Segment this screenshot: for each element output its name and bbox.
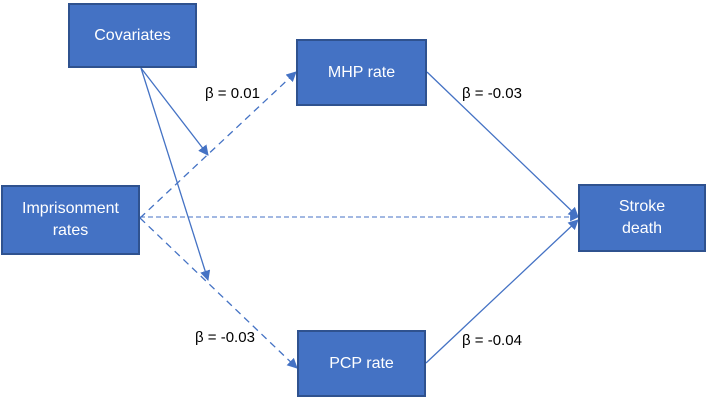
coef-imprisonment-to-pcp: β = -0.03 xyxy=(195,329,255,346)
coef-pcp-to-stroke: β = -0.04 xyxy=(462,332,522,349)
arrow-imprisonment-to-pcp xyxy=(139,217,298,369)
arrow-pcp-to-stroke xyxy=(425,219,579,364)
node-imprisonment-rates: Imprisonment rates xyxy=(1,185,140,255)
node-stroke-death: Stroke death xyxy=(578,184,706,252)
arrow-mhp-to-stroke xyxy=(426,71,579,218)
node-covariates: Covariates xyxy=(68,3,197,68)
arrow-covariates-to-mhp-path xyxy=(140,67,209,156)
coef-mhp-to-stroke: β = -0.03 xyxy=(462,85,522,102)
coef-imprisonment-to-mhp: β = 0.01 xyxy=(205,85,260,102)
node-mhp-rate: MHP rate xyxy=(296,39,427,106)
node-pcp-rate: PCP rate xyxy=(297,330,426,397)
arrow-covariates-to-pcp-path xyxy=(140,67,211,281)
